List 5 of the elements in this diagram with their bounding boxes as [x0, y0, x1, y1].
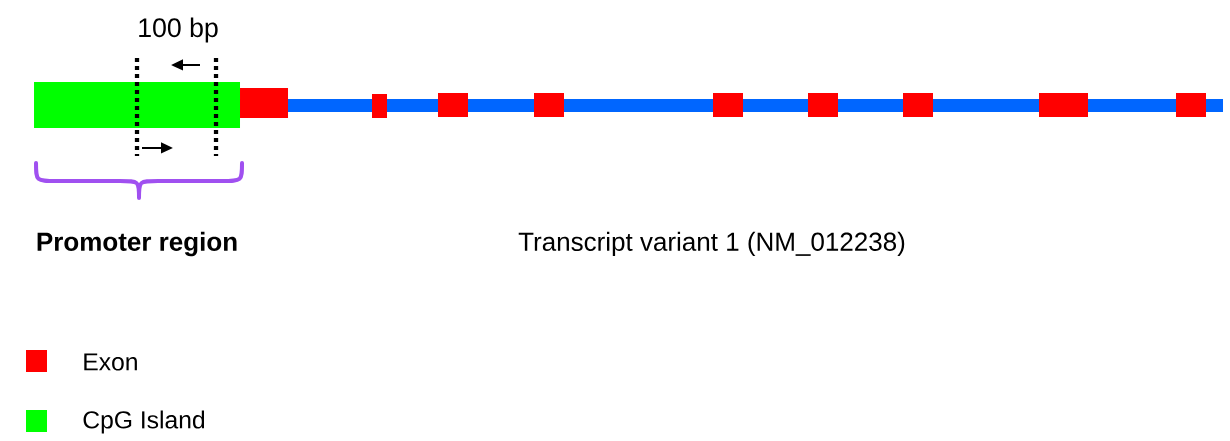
legend-label: Exon — [84, 353, 137, 371]
dimension-label: 100 bp — [139, 17, 218, 43]
region-label: Promoter region — [37, 231, 237, 257]
transcript-label: Transcript variant 1 (NM_012238) — [518, 231, 905, 257]
legend-label: CpG Island — [83, 410, 205, 434]
